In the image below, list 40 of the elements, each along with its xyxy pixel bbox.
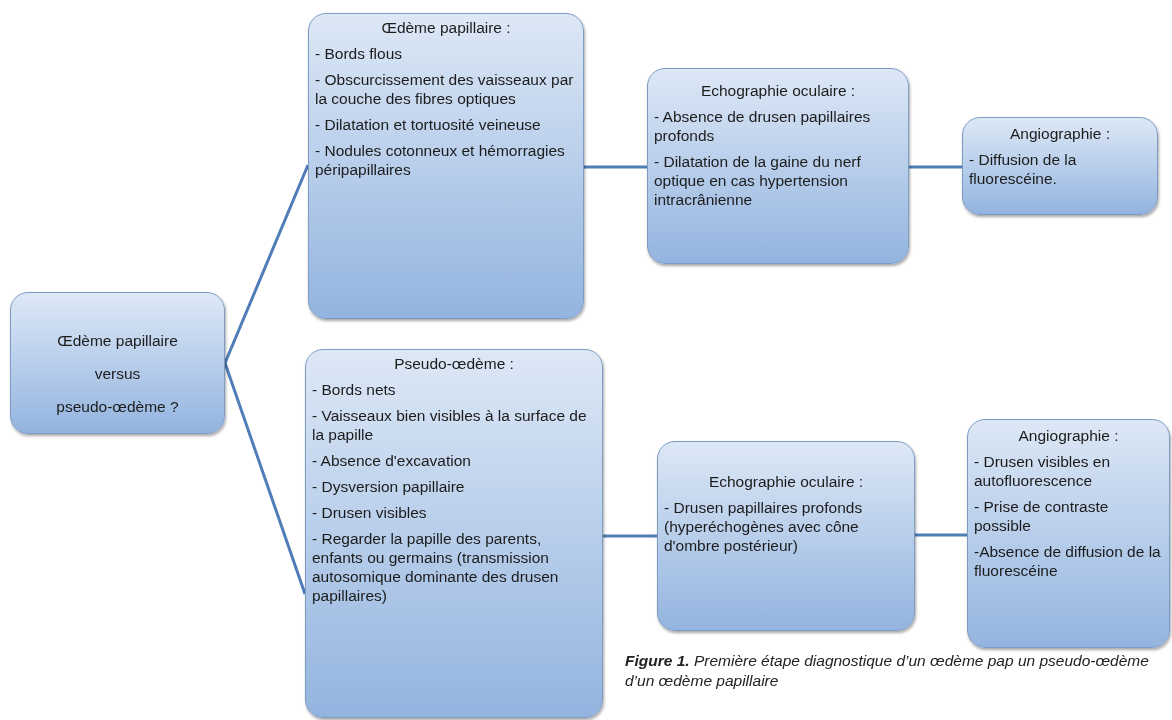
rounded-box bbox=[308, 13, 584, 319]
bullet-text: - Absence d'excavation bbox=[312, 451, 472, 470]
question-text: Œdème papillaire bbox=[56, 331, 179, 350]
figure-caption: Figure 1. Première étape diagnostique d’un œdème pap un pseudo-œdème d’un œdème papillaire bbox=[625, 651, 1150, 691]
rounded-box bbox=[657, 441, 915, 631]
connector-line bbox=[915, 533, 967, 537]
bullet-text: -Absence de diffusion de la fluorescéine bbox=[974, 542, 1162, 580]
connector-line bbox=[909, 165, 962, 169]
bullet-text: - Bords nets bbox=[312, 380, 397, 399]
bullet-text: - Drusen papillaires profonds (hyperéchogènes avec cône d'ombre postérieur) bbox=[664, 498, 864, 555]
bullet-text: - Vaisseaux bien visibles à la surface de la papille bbox=[312, 406, 588, 444]
rounded-box bbox=[305, 349, 603, 718]
box-heading: Pseudo-œdème : bbox=[393, 354, 515, 373]
box-heading: Angiographie : bbox=[1009, 124, 1111, 143]
question-text: versus bbox=[93, 364, 142, 383]
connector-line bbox=[223, 362, 307, 595]
bullet-text: - Dilatation de la gaine du nerf optique en cas hypertension intracrânienne bbox=[654, 152, 862, 209]
bullet-text: - Diffusion de la fluorescéine. bbox=[969, 150, 1078, 188]
question-text: pseudo-œdème ? bbox=[55, 397, 180, 416]
box-heading: Echographie oculaire : bbox=[699, 81, 857, 100]
bullet-text: - Regarder la papille des parents, enfants ou germains (transmission autosomique dominante des drusen papillaires) bbox=[312, 529, 560, 605]
rounded-box bbox=[10, 292, 225, 434]
rounded-box bbox=[962, 117, 1158, 215]
connector-line bbox=[223, 164, 310, 364]
bullet-text: - Drusen visibles bbox=[312, 503, 428, 522]
rounded-box bbox=[647, 68, 909, 264]
box-heading: Angiographie : bbox=[1017, 426, 1120, 445]
bullet-text: - Obscurcissement des vaisseaux par la couche des fibres optiques bbox=[315, 70, 575, 108]
bullet-text: - Absence de drusen papillaires profonds bbox=[654, 107, 872, 145]
connector-line bbox=[603, 534, 657, 538]
bullet-text: - Drusen visibles en autofluorescence bbox=[974, 452, 1112, 490]
bullet-text: - Dilatation et tortuosité veineuse bbox=[315, 115, 542, 134]
box-heading: Œdème papillaire : bbox=[380, 18, 512, 37]
connector-line bbox=[584, 165, 647, 169]
bullet-text: - Dysversion papillaire bbox=[312, 477, 466, 496]
box-heading: Echographie oculaire : bbox=[707, 472, 865, 491]
rounded-box bbox=[967, 419, 1170, 648]
bullet-text: - Nodules cotonneux et hémorragies péripapillaires bbox=[315, 141, 566, 179]
bullet-text: - Prise de contraste possible bbox=[974, 497, 1110, 535]
bullet-text: - Bords flous bbox=[315, 44, 403, 63]
